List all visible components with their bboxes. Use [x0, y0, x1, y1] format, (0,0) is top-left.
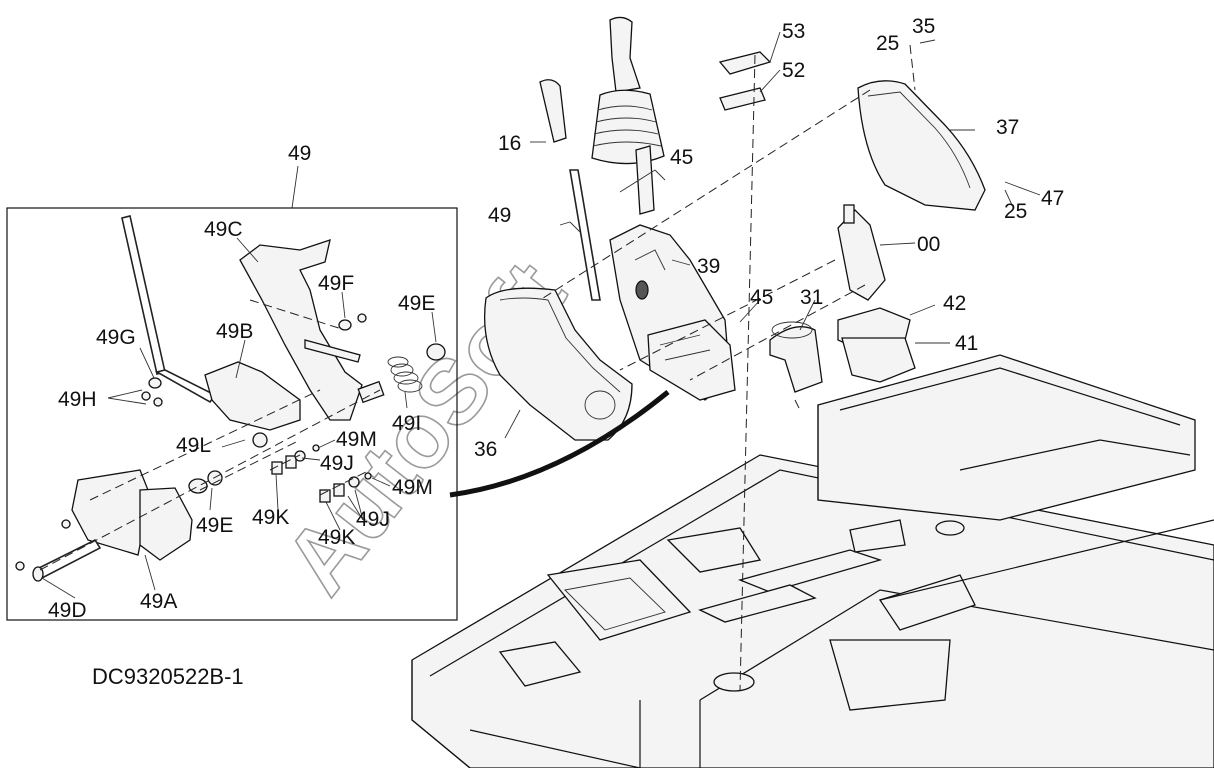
lever-assembly-main	[569, 169, 736, 401]
cup-holder	[837, 307, 916, 383]
label-41: 41	[955, 332, 978, 355]
label-49J-top: 49J	[320, 452, 354, 475]
label-49L: 49L	[176, 434, 211, 457]
label-49A: 49A	[140, 590, 177, 613]
label-49J-bottom: 49J	[356, 508, 390, 531]
label-49D: 49D	[48, 599, 87, 622]
label-42: 42	[943, 292, 966, 315]
label-00: 00	[917, 233, 940, 256]
assembly-dashed-lines	[539, 44, 916, 691]
document-code: DC9320522B-1	[92, 664, 244, 689]
label-49K-bottom: 49K	[318, 526, 355, 549]
label-25-right: 25	[1004, 200, 1027, 223]
label-45-mid: 45	[750, 286, 773, 309]
label-36: 36	[474, 438, 497, 461]
boot-cover	[483, 287, 633, 441]
label-49M-bottom: 49M	[392, 476, 433, 499]
label-53: 53	[782, 20, 805, 43]
main-leader-lines	[504, 31, 1041, 439]
label-49K-top: 49K	[252, 506, 289, 529]
label-52: 52	[782, 59, 805, 82]
duct-elbow	[769, 321, 823, 393]
label-49H: 49H	[58, 388, 97, 411]
label-45-top: 45	[670, 146, 693, 169]
label-49F: 49F	[318, 272, 354, 295]
label-49E-bottom: 49E	[196, 514, 233, 537]
main-labels: 53 52 35 25 25 37 47 16 45 49 39 00 45 3…	[474, 15, 1064, 461]
label-49C: 49C	[204, 218, 243, 241]
label-16: 16	[498, 132, 521, 155]
detail-box-49: 49	[6, 142, 458, 622]
label-49-main: 49	[488, 204, 511, 227]
label-39: 39	[697, 255, 720, 278]
label-49I: 49I	[392, 412, 421, 435]
joystick-assembly	[539, 16, 665, 215]
spring	[387, 356, 423, 393]
label-31: 31	[800, 286, 823, 309]
label-37: 37	[996, 116, 1019, 139]
detail-box-title: 49	[288, 142, 311, 165]
wiring-harness	[449, 390, 670, 498]
label-49E-top: 49E	[398, 292, 435, 315]
chassis-frame	[411, 354, 1214, 768]
label-35: 35	[912, 15, 935, 38]
small-bracket	[718, 51, 772, 111]
label-25-top: 25	[876, 32, 899, 55]
label-49G: 49G	[96, 326, 136, 349]
label-49M-top: 49M	[336, 428, 377, 451]
switch-unit	[837, 204, 886, 301]
side-cover	[857, 80, 986, 211]
label-47: 47	[1041, 187, 1064, 210]
label-49B: 49B	[216, 320, 253, 343]
